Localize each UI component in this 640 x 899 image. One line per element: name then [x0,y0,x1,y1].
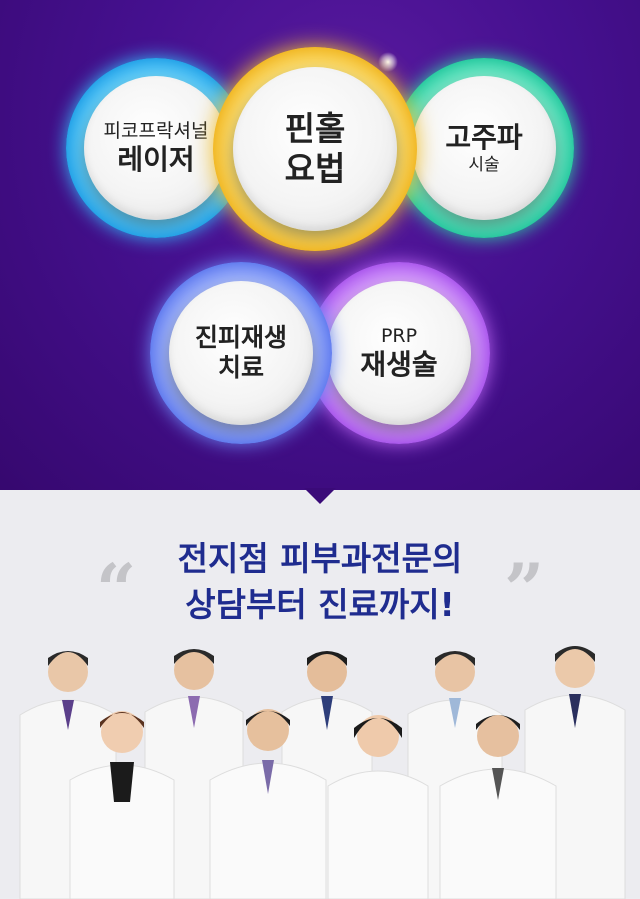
treatment-label-line1: 고주파 [445,121,523,154]
treatment-prp[interactable]: PRP 재생술 [327,281,471,425]
treatment-picofractional[interactable]: 피코프락셔널 레이저 [84,76,228,220]
doctor-figure [439,715,557,899]
doctor-figure [209,709,327,899]
doctors-group-photo [0,630,640,899]
treatment-label-line1: 피코프락셔널 [103,119,209,142]
treatment-label-line2: 시술 [468,154,500,175]
doctor-figure [69,711,175,899]
treatment-dermal-regeneration[interactable]: 진피재생 치료 [169,281,313,425]
treatment-label-line1: 진피재생 [194,323,287,352]
treatment-label-line2: 재생술 [360,347,438,381]
treatment-label-line1: PRP [380,324,418,347]
treatment-label-line1: 핀홀 [284,109,346,149]
treatment-label-line2: 요법 [284,149,346,188]
treatments-banner: 피코프락셔널 레이저 고주파 시술 핀홀 요법 PRP 재생술 진피재생 치료 [0,0,640,490]
treatment-radiofrequency[interactable]: 고주파 시술 [412,76,556,220]
doctor-figure [327,715,429,899]
treatment-label-line2: 레이저 [117,142,195,176]
treatment-pinhole[interactable]: 핀홀 요법 [233,67,397,231]
speech-pointer [304,488,336,504]
open-quote-icon: “ [96,548,137,631]
treatment-label-line2: 치료 [217,353,264,382]
sparkle-icon [378,52,398,72]
headline-line1: 전지점 피부과전문의 [177,539,463,578]
close-quote-icon: ” [504,548,545,631]
headline-line2: 상담부터 진료까지! [185,585,455,624]
